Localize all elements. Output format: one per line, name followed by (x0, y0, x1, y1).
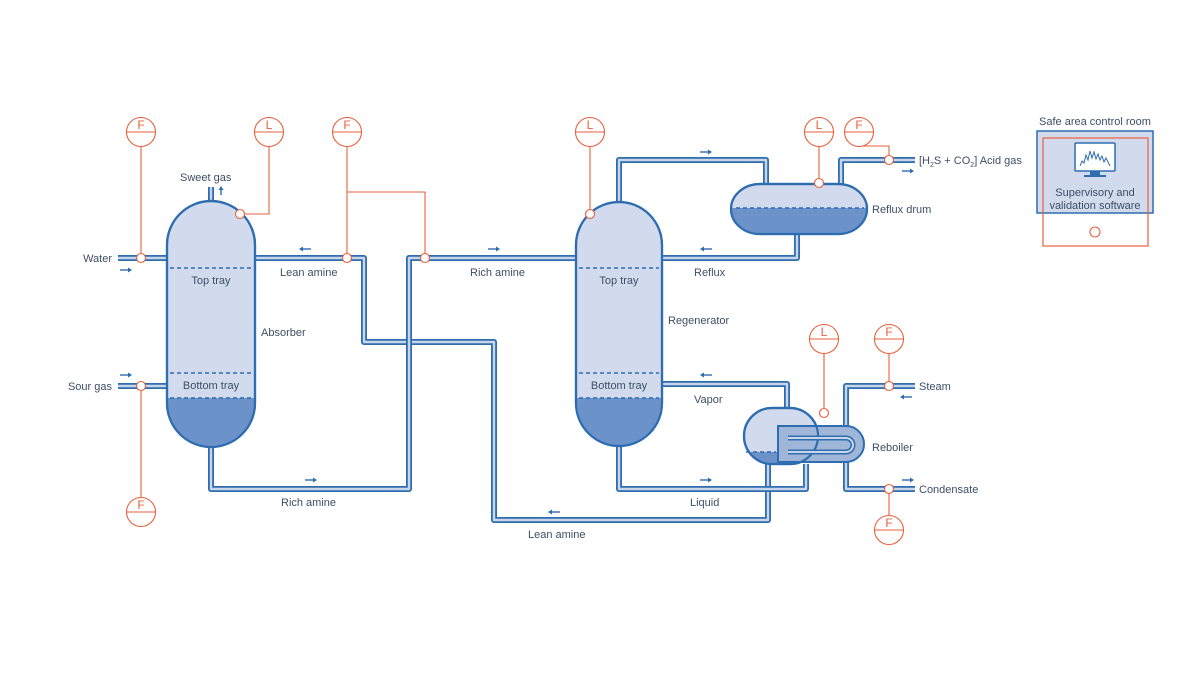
label-acid-gas: [H2S + CO2] Acid gas (919, 155, 1022, 169)
arrow-rich-amine-bottom (305, 477, 317, 483)
tap-reflux-drum-level (813, 177, 825, 189)
arrow-liquid (700, 477, 712, 483)
label-lean-amine-bottom: Lean amine (528, 529, 586, 541)
label-vapor: Vapor (694, 394, 723, 406)
level-indicator-reflux-drum[interactable]: L (803, 116, 835, 148)
flow-indicator-condensate[interactable]: F (873, 514, 905, 546)
level-indicator-reboiler[interactable]: L (808, 323, 840, 355)
label-regen-top-tray: Top tray (599, 275, 639, 287)
label-absorber-top-tray: Top tray (191, 275, 231, 287)
svg-text:F: F (855, 118, 862, 132)
svg-text:L: L (266, 118, 273, 132)
label-reboiler: Reboiler (872, 442, 913, 454)
reboiler (742, 406, 865, 466)
tap-rich-amine-flow (419, 252, 431, 264)
arrow-steam (900, 394, 912, 400)
arrow-reflux (700, 246, 712, 252)
tap-absorber-level (234, 208, 246, 220)
label-reflux-drum: Reflux drum (872, 204, 931, 216)
label-absorber-bottom-tray: Bottom tray (183, 380, 240, 392)
tap-acid-gas-flow (883, 154, 895, 166)
label-rich-amine-bottom: Rich amine (281, 497, 336, 509)
label-rich-amine-mid: Rich amine (470, 267, 525, 279)
cabinet-indicator[interactable] (1089, 226, 1101, 238)
flow-indicator-sour-gas[interactable]: F (125, 496, 157, 528)
monitor-icon (1074, 142, 1116, 177)
flow-indicator-steam[interactable]: F (873, 323, 905, 355)
svg-text:L: L (816, 118, 823, 132)
arrow-lean-amine-top (299, 246, 311, 252)
label-sweet-gas: Sweet gas (180, 172, 232, 184)
label-reflux: Reflux (694, 267, 726, 279)
arrow-lean-amine-bottom (548, 509, 560, 515)
label-lean-amine-top: Lean amine (280, 267, 338, 279)
regenerator-column (574, 200, 664, 448)
tap-condensate-flow (883, 483, 895, 495)
label-regenerator: Regenerator (668, 315, 729, 327)
arrow-acid-gas (902, 168, 914, 174)
arrow-overhead (700, 149, 712, 155)
label-water: Water (83, 253, 112, 265)
label-sour-gas: Sour gas (68, 381, 113, 393)
label-absorber: Absorber (261, 327, 306, 339)
arrow-sweet-gas (218, 186, 224, 195)
text-labels: Sweet gas Water Sour gas Top tray Bottom… (68, 155, 1022, 541)
absorber-column (165, 199, 257, 449)
label-liquid: Liquid (690, 497, 719, 509)
tap-regenerator-level (584, 208, 596, 220)
arrow-rich-amine-mid (488, 246, 500, 252)
level-indicator-absorber[interactable]: L (253, 116, 285, 148)
reflux-drum (729, 182, 869, 236)
level-indicator-regenerator[interactable]: L (574, 116, 606, 148)
flow-arrows (120, 149, 914, 515)
instrument-bubbles: F L F F L L F L (125, 116, 905, 546)
flow-indicator-water[interactable]: F (125, 116, 157, 148)
arrow-water-in (120, 267, 132, 273)
arrow-sour-gas-in (120, 372, 132, 378)
tap-reboiler-level (818, 407, 830, 419)
flow-indicator-lean-amine[interactable]: F (331, 116, 363, 148)
svg-text:F: F (885, 516, 892, 530)
arrow-condensate (902, 477, 914, 483)
instrument-taps (135, 154, 895, 495)
arrow-vapor (700, 372, 712, 378)
label-regen-bottom-tray: Bottom tray (591, 380, 648, 392)
label-steam: Steam (919, 381, 951, 393)
flow-indicator-acid-gas[interactable]: F (843, 116, 875, 148)
software-line-2: validation software (1049, 200, 1140, 212)
svg-text:F: F (885, 325, 892, 339)
tap-water-flow (135, 252, 147, 264)
svg-text:L: L (587, 118, 594, 132)
label-condensate: Condensate (919, 484, 978, 496)
tap-lean-amine-flow (341, 252, 353, 264)
software-line-1: Supervisory and (1055, 187, 1135, 199)
control-cabinet (1042, 137, 1149, 247)
tap-steam-flow (883, 380, 895, 392)
svg-text:F: F (137, 118, 144, 132)
control-room-title: Safe area control room (1039, 116, 1151, 128)
svg-text:F: F (137, 498, 144, 512)
control-room: Safe area control room Supervisory and v… (1036, 116, 1154, 247)
svg-text:L: L (821, 325, 828, 339)
tap-sour-gas-flow (135, 380, 147, 392)
svg-text:F: F (343, 118, 350, 132)
